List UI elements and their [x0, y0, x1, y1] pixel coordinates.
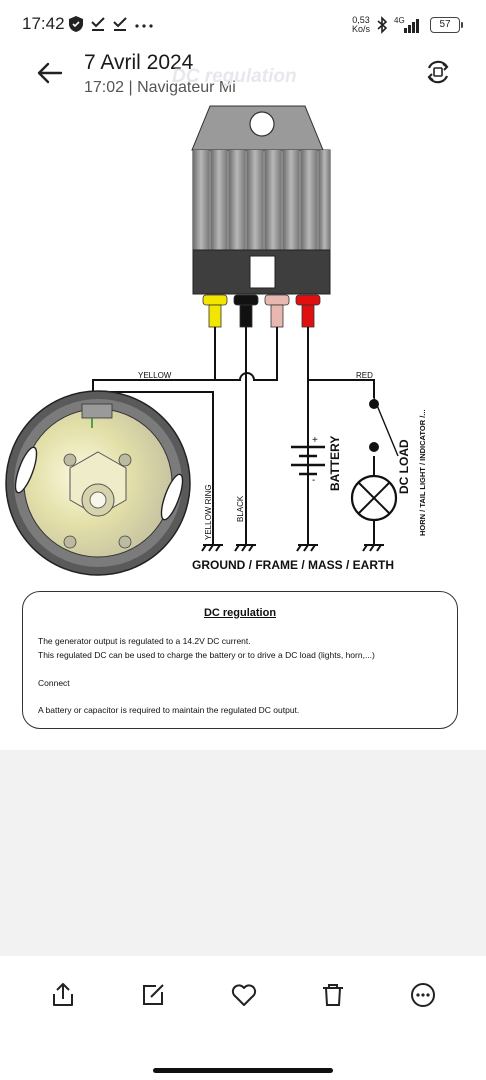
lamp-symbol [350, 474, 398, 522]
regulator-unit [191, 105, 331, 295]
network-speed-value: 0,53 [352, 15, 370, 25]
wire-label-red: RED [356, 371, 373, 380]
load-examples-label: HORN / TAIL LIGHT / INDICATOR /... [418, 409, 427, 536]
rotate-icon[interactable] [424, 58, 452, 86]
dc-regulation-line-3: Connect [38, 678, 70, 688]
battery-icon: 57 [430, 17, 463, 33]
header: 7 Avril 2024 17:02 | Navigateur Mi [0, 46, 486, 106]
dc-regulation-line-1: The generator output is regulated to a 1… [38, 636, 251, 646]
battery-symbol [291, 445, 325, 476]
diagram-ghost-title: DC regulation [172, 66, 297, 87]
wires [92, 327, 399, 545]
signal-icon: 4G [394, 16, 424, 34]
ground-symbols [201, 544, 384, 552]
more-icon[interactable] [408, 980, 438, 1010]
page-subtitle: 17:02 | Navigateur Mi [84, 79, 236, 96]
battery-minus-label: - [312, 475, 315, 486]
network-speed-unit: Ko/s [351, 24, 370, 34]
heart-icon[interactable] [229, 980, 259, 1010]
status-icons-right: 0,53 Ko/s 4G 57 [352, 14, 463, 36]
edit-icon[interactable] [138, 980, 168, 1010]
status-icons-left [68, 14, 154, 34]
battery-plus-label: + [312, 435, 318, 446]
wire-label-yellow-ring: YELLOW RING [204, 484, 213, 540]
empty-background [0, 750, 486, 956]
dc-regulation-line-4: A battery or capacitor is required to ma… [38, 705, 300, 715]
generator-stator [5, 390, 191, 576]
wire-label-black: BLACK [236, 495, 245, 522]
more-dots-icon [135, 24, 153, 28]
switch-contact-bottom [369, 442, 379, 452]
switch-contact-top [369, 399, 379, 409]
dc-regulation-title: DC regulation [203, 607, 277, 619]
bottom-toolbar [0, 956, 486, 1080]
status-bar: 17:42 0,53 Ko/s 4G 57 [0, 0, 486, 46]
page-title: 7 Avril 2024 [84, 51, 194, 74]
bluetooth-icon [377, 16, 388, 34]
battery-label: BATTERY [328, 436, 342, 491]
delete-icon[interactable] [318, 980, 348, 1010]
download-done-icon [113, 17, 127, 31]
home-indicator[interactable] [153, 1068, 333, 1073]
share-icon[interactable] [48, 980, 78, 1010]
wire-label-yellow: YELLOW [138, 371, 172, 380]
network-speed: 0,53 Ko/s [352, 16, 370, 34]
status-time: 17:42 [22, 14, 65, 33]
regulator-connectors [202, 294, 321, 328]
network-type: 4G [394, 16, 405, 25]
shield-icon [69, 16, 83, 32]
download-done-icon [91, 17, 105, 31]
arrow-left-icon[interactable] [34, 58, 64, 88]
wiring-diagram: + - YELLOW RED YELLOW RING BLACK BATTERY… [5, 105, 427, 576]
dc-load-label: DC LOAD [397, 439, 411, 494]
dc-regulation-line-2: This regulated DC can be used to charge … [38, 650, 375, 660]
ground-label: GROUND / FRAME / MASS / EARTH [192, 558, 394, 572]
dc-regulation-box: DC regulation The generator output is re… [22, 591, 458, 729]
